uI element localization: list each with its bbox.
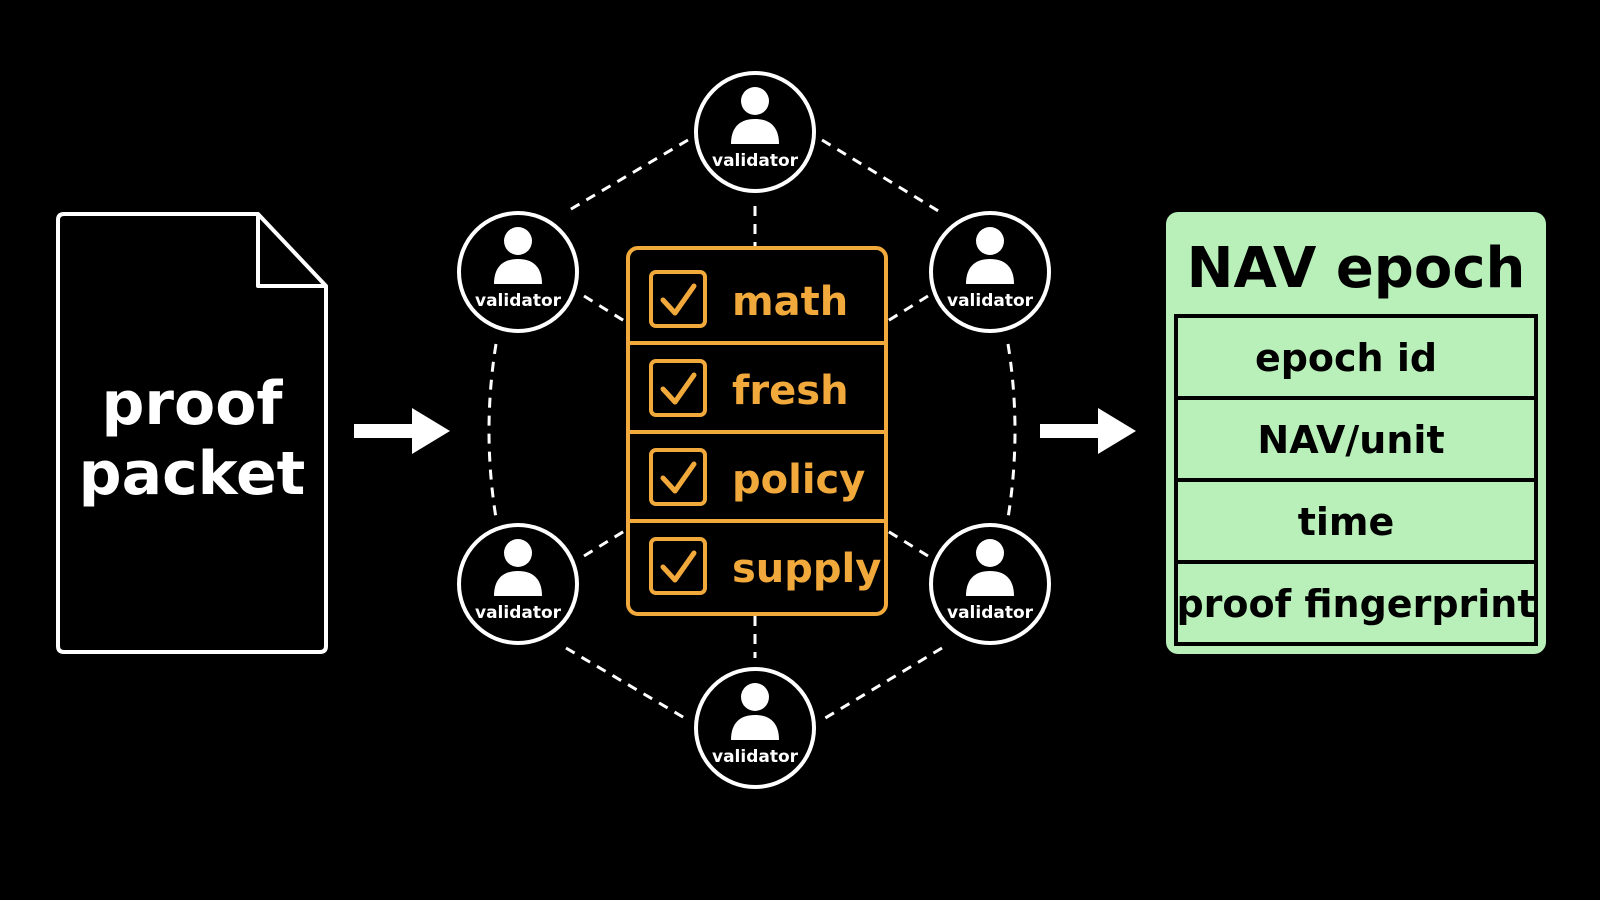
link-upper-right-to-checklist bbox=[885, 294, 929, 324]
checklist-item-label: supply bbox=[732, 546, 881, 592]
checkmark-icon bbox=[660, 550, 697, 583]
nav-field-proof-fingerprint: proof fingerprint bbox=[1176, 582, 1535, 626]
checkbox-checked-icon bbox=[649, 359, 707, 417]
nav-field-nav-unit: NAV/unit bbox=[1257, 418, 1444, 462]
proof-packet-document: proof packet bbox=[56, 212, 328, 654]
nav-epoch-record: NAV epoch epoch id NAV/unit time proof f… bbox=[1166, 212, 1546, 654]
document-icon bbox=[56, 212, 328, 654]
checkmark-icon bbox=[660, 283, 697, 316]
checkmark-icon bbox=[660, 461, 697, 494]
link-upper-right-to-lower-right bbox=[1006, 343, 1017, 519]
validator-node-lower-left: validator bbox=[457, 523, 579, 645]
person-icon-head bbox=[504, 227, 532, 255]
validator-network-links bbox=[487, 138, 1017, 722]
proof-packet-line-2: packet bbox=[79, 439, 306, 509]
checkbox-checked-icon bbox=[649, 270, 707, 328]
validator-node-upper-left: validator bbox=[457, 211, 579, 333]
link-lower-right-to-bottom bbox=[821, 646, 943, 722]
link-top-to-upper-left bbox=[565, 138, 689, 214]
checklist-item-supply: supply bbox=[649, 537, 881, 595]
nav-epoch-card bbox=[1166, 212, 1546, 654]
link-upper-left-to-checklist bbox=[583, 294, 627, 324]
checklist-item-fresh: fresh bbox=[649, 359, 849, 417]
document-fold-corner bbox=[256, 214, 326, 288]
nav-field-time: time bbox=[1298, 500, 1395, 544]
checklist-item-label: fresh bbox=[732, 368, 849, 414]
person-icon bbox=[966, 259, 1014, 284]
person-icon bbox=[731, 119, 779, 144]
checkbox-checked-icon bbox=[649, 448, 707, 506]
link-lower-left-to-bottom bbox=[565, 646, 689, 722]
validator-node-upper-right: validator bbox=[929, 211, 1051, 333]
link-upper-left-to-lower-left bbox=[487, 343, 498, 519]
proof-packet-line-1: proof bbox=[101, 369, 283, 439]
person-icon-head bbox=[504, 539, 532, 567]
person-icon bbox=[494, 259, 542, 284]
person-icon bbox=[966, 571, 1014, 596]
validator-label: validator bbox=[712, 747, 799, 767]
arrow-to-validators bbox=[354, 408, 450, 454]
validator-label: validator bbox=[947, 603, 1034, 623]
link-top-to-upper-right bbox=[821, 138, 941, 214]
checklist-item-policy: policy bbox=[649, 448, 865, 506]
person-icon-head bbox=[976, 227, 1004, 255]
checklist-item-math: math bbox=[649, 270, 848, 328]
checkbox-checked-icon bbox=[649, 537, 707, 595]
checklist-item-label: policy bbox=[732, 457, 865, 503]
validation-checklist: math fresh policy supply bbox=[626, 246, 888, 616]
nav-field-epoch-id: epoch id bbox=[1255, 336, 1437, 380]
person-icon bbox=[731, 715, 779, 740]
checklist-item-label: math bbox=[732, 279, 848, 325]
arrow-to-nav-epoch bbox=[1040, 408, 1136, 454]
validator-node-bottom: validator bbox=[694, 667, 816, 789]
person-icon bbox=[494, 571, 542, 596]
link-lower-left-to-checklist bbox=[583, 528, 627, 558]
validator-label: validator bbox=[947, 291, 1034, 311]
validator-node-lower-right: validator bbox=[929, 523, 1051, 645]
nav-epoch-title: NAV epoch bbox=[1187, 236, 1526, 301]
validator-label: validator bbox=[475, 291, 562, 311]
person-icon-head bbox=[976, 539, 1004, 567]
checkmark-icon bbox=[660, 372, 697, 405]
person-icon-head bbox=[741, 87, 769, 115]
person-icon-head bbox=[741, 683, 769, 711]
validator-label: validator bbox=[475, 603, 562, 623]
link-lower-right-to-checklist bbox=[885, 528, 929, 558]
validator-node-top: validator bbox=[694, 71, 816, 193]
validator-label: validator bbox=[712, 151, 799, 171]
